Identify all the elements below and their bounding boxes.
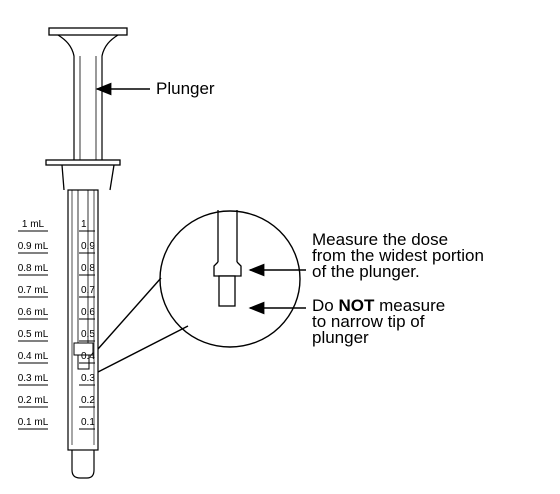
magnifier-circle (97, 210, 301, 373)
scale-label: 0.4 mL (17, 351, 49, 362)
plunger-rod (73, 56, 103, 163)
scale-label: 0.7 mL (17, 285, 49, 296)
barrel-number: 1 (81, 219, 87, 230)
measure-note: Measure the dose from the widest portion… (312, 230, 484, 281)
graduation-ticks (18, 230, 95, 430)
measure-note-line2: from the widest portion (312, 246, 484, 265)
scale-label: 0.3 mL (17, 373, 49, 384)
scale-label: 0.1 mL (17, 417, 49, 428)
measure-note-line3: of the plunger. (312, 262, 420, 281)
plunger-flange (48, 27, 128, 57)
scale-label: 0.6 mL (17, 307, 49, 318)
barrel-number: 0.3 (81, 373, 95, 384)
notmeasure-note-line3: plunger (312, 328, 369, 347)
barrel-flange (45, 159, 121, 191)
scale-label: 0.5 mL (17, 329, 49, 340)
barrel-number: 0.1 (81, 417, 95, 428)
notmeasure-note: Do NOT measure to narrow tip of plunger (312, 296, 446, 347)
measure-note-line1: Measure the dose (312, 230, 449, 249)
notmeasure-note-line1: Do NOT measure (312, 296, 446, 315)
plunger-label: Plunger (156, 79, 215, 98)
barrel-number: 0.2 (81, 395, 95, 406)
scale-label: 0.2 mL (17, 395, 49, 406)
barrel-number: 0.6 (81, 307, 95, 318)
magnified-plunger-tip (213, 210, 242, 307)
barrel-number: 0.4 (81, 351, 95, 362)
not-emphasis: NOT (338, 296, 375, 315)
scale-label: 1 mL (21, 219, 45, 230)
barrel-number: 0.7 (81, 285, 95, 296)
barrel-number: 0.5 (81, 329, 95, 340)
barrel-number: 0.8 (81, 263, 95, 274)
barrel-number: 0.9 (81, 241, 95, 252)
scale-label: 0.8 mL (17, 263, 49, 274)
syringe-barrel (67, 189, 99, 479)
notmeasure-note-line2: to narrow tip of (312, 312, 425, 331)
scale-label: 0.9 mL (17, 241, 49, 252)
